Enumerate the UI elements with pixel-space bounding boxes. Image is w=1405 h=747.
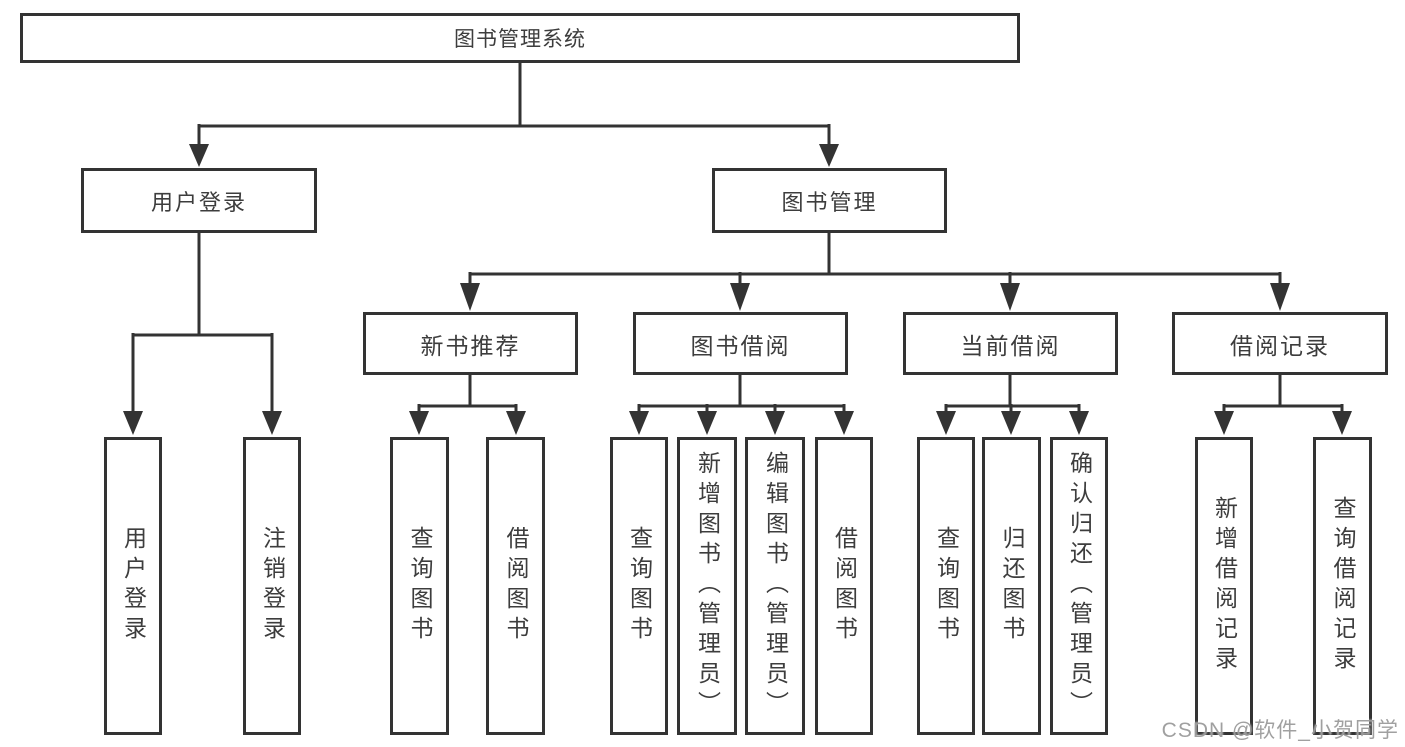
- node-leaf-edit-books-admin: 编辑图书（管理员）: [745, 437, 805, 735]
- node-leaf-query-books-borrow: 查询图书: [610, 437, 668, 735]
- node-borrowing-records: 借阅记录: [1172, 312, 1388, 375]
- node-book-management: 图书管理: [712, 168, 947, 233]
- csdn-watermark: CSDN @软件_小贺同学: [1161, 719, 1399, 742]
- node-book-borrowing: 图书借阅: [633, 312, 848, 375]
- node-leaf-query-borrow-record: 查询借阅记录: [1313, 437, 1372, 735]
- node-leaf-query-books-current: 查询图书: [917, 437, 975, 735]
- node-leaf-logout: 注销登录: [243, 437, 301, 735]
- node-leaf-add-books-admin: 新增图书（管理员）: [677, 437, 737, 735]
- node-leaf-borrow-books-recommend: 借阅图书: [486, 437, 545, 735]
- node-library-management-system: 图书管理系统: [20, 13, 1020, 63]
- node-leaf-return-books: 归还图书: [982, 437, 1041, 735]
- node-current-borrowing: 当前借阅: [903, 312, 1118, 375]
- arrowheads: [123, 144, 1352, 435]
- node-leaf-borrow-books: 借阅图书: [815, 437, 873, 735]
- node-leaf-user-login: 用户登录: [104, 437, 162, 735]
- node-leaf-query-books-recommend: 查询图书: [390, 437, 449, 735]
- node-leaf-add-borrow-record: 新增借阅记录: [1195, 437, 1253, 735]
- node-leaf-confirm-return-admin: 确认归还（管理员）: [1050, 437, 1108, 735]
- node-new-book-recommendation: 新书推荐: [363, 312, 578, 375]
- node-user-login: 用户登录: [81, 168, 317, 233]
